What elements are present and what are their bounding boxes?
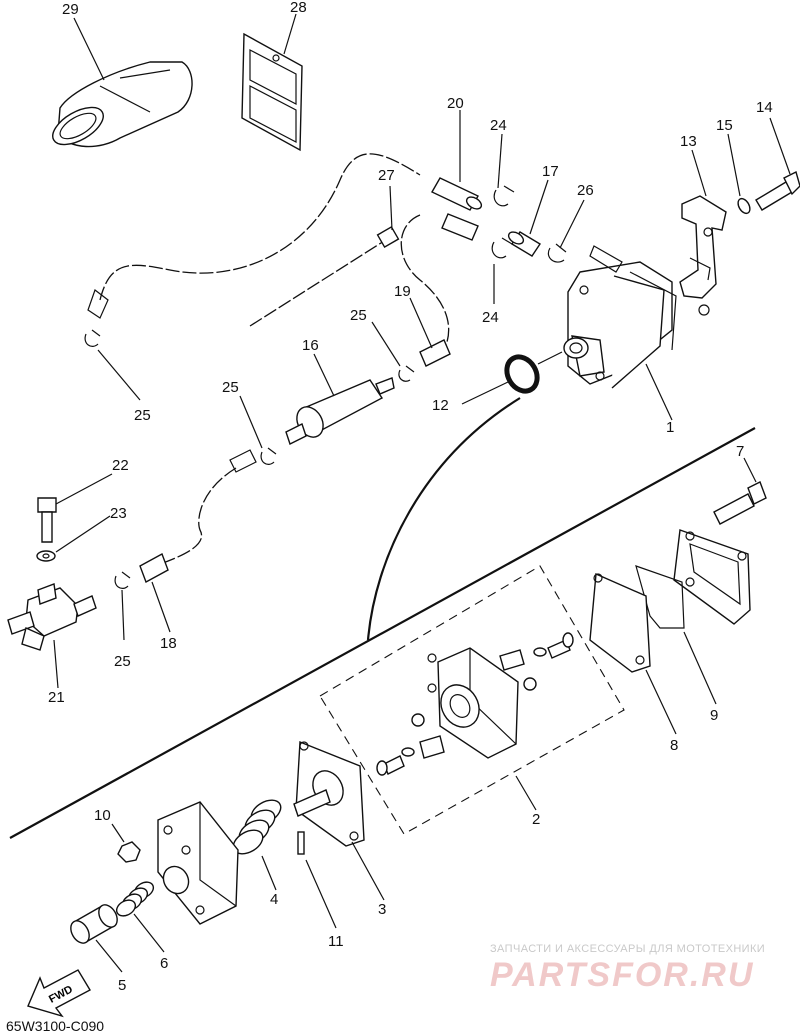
- part-28-label: [241, 32, 303, 152]
- callout-28: 28: [290, 0, 307, 16]
- diagram-code: 65W3100-C090: [6, 1018, 104, 1034]
- part-12-o-ring: [504, 354, 540, 394]
- hose-inner-loop: [400, 214, 450, 361]
- callout-1: 1: [666, 419, 674, 436]
- part-15-washer: [737, 197, 751, 215]
- part-20-hose-piece: [431, 177, 483, 241]
- part-17-hose-piece: [507, 231, 541, 257]
- pump-housing-left: [157, 801, 239, 925]
- callout-11: 11: [328, 933, 344, 950]
- callout-25-b: 25: [222, 379, 239, 396]
- part-18-hose-end: [139, 552, 169, 584]
- section-divider-line: [9, 427, 756, 839]
- callout-23: 23: [110, 505, 127, 522]
- part-7-bolt: [713, 481, 767, 525]
- part-10-nut: [117, 841, 141, 863]
- part-23-washer: [36, 550, 56, 562]
- hose-lower: [149, 467, 237, 569]
- callout-18: 18: [160, 635, 177, 652]
- assembly-reference-arc: [366, 397, 521, 641]
- callout-26: 26: [577, 182, 594, 199]
- part-9-cover: [635, 529, 751, 629]
- part-16-fuel-filter: [285, 377, 395, 445]
- callout-17: 17: [542, 163, 559, 180]
- part-14-bolt: [755, 170, 800, 211]
- callout-15: 15: [716, 117, 733, 134]
- part-24-clip-lower: [491, 237, 513, 259]
- hose-tie-strap: [249, 235, 393, 327]
- part-11-pin: [297, 831, 305, 855]
- watermark-logo: PARTSFOR.RU: [490, 956, 754, 994]
- hose-upper-loop: [99, 153, 421, 301]
- callout-25-d: 25: [134, 407, 151, 424]
- part-25-clip-c: [114, 571, 131, 589]
- callout-6: 6: [160, 955, 168, 972]
- callout-9: 9: [710, 707, 718, 724]
- watermark-tagline: ЗАПЧАСТИ И АКСЕССУАРЫ ДЛЯ МОТОТЕХНИКИ: [490, 943, 765, 955]
- callout-27: 27: [378, 167, 395, 184]
- part-29-sleeve: [52, 61, 193, 148]
- callout-7: 7: [736, 443, 744, 460]
- callout-22: 22: [112, 457, 129, 474]
- callout-4: 4: [270, 891, 278, 908]
- callout-14: 14: [756, 99, 773, 116]
- part-1-fuel-pump: [563, 245, 677, 389]
- callout-5: 5: [118, 977, 126, 994]
- part-13-bracket: [679, 195, 727, 316]
- callout-25-a: 25: [350, 307, 367, 324]
- fwd-direction-arrow: FWD: [27, 969, 91, 1018]
- part-5-piston: [70, 904, 118, 944]
- part-3-diaphragm: [293, 740, 365, 847]
- part-24-clip-upper: [493, 185, 515, 207]
- callout-3: 3: [378, 901, 386, 918]
- part-19-hose-piece: [419, 339, 451, 367]
- callout-10: 10: [94, 807, 111, 824]
- callout-29: 29: [62, 1, 79, 18]
- callout-2: 2: [532, 811, 540, 828]
- part-2-kit-outline: [319, 565, 625, 835]
- callout-20: 20: [447, 95, 464, 112]
- callout-16: 16: [302, 337, 319, 354]
- part-21-fuel-joint: [7, 583, 97, 651]
- callout-21: 21: [48, 689, 65, 706]
- callout-12: 12: [432, 397, 449, 414]
- part-2-valve-body: [411, 647, 537, 759]
- callout-25-c: 25: [114, 653, 131, 670]
- callout-8: 8: [670, 737, 678, 754]
- callout-24-lower: 24: [482, 309, 499, 326]
- callout-19: 19: [394, 283, 411, 300]
- part-22-bolt: [37, 497, 57, 543]
- part-25-clip-a: [398, 365, 415, 382]
- part-2-screw-right: [533, 632, 574, 659]
- part-27-cable-tie: [376, 225, 400, 249]
- part-25-clip-b: [260, 447, 277, 465]
- part-8-gasket: [589, 572, 651, 673]
- callout-24-upper: 24: [490, 117, 507, 134]
- part-2-screw-left: [376, 747, 415, 776]
- callout-13: 13: [680, 133, 697, 150]
- part-4-spring: [232, 799, 282, 855]
- part-25-clip-d: [84, 329, 101, 347]
- part-6-spring: [115, 881, 155, 917]
- part-26-clip: [547, 243, 567, 263]
